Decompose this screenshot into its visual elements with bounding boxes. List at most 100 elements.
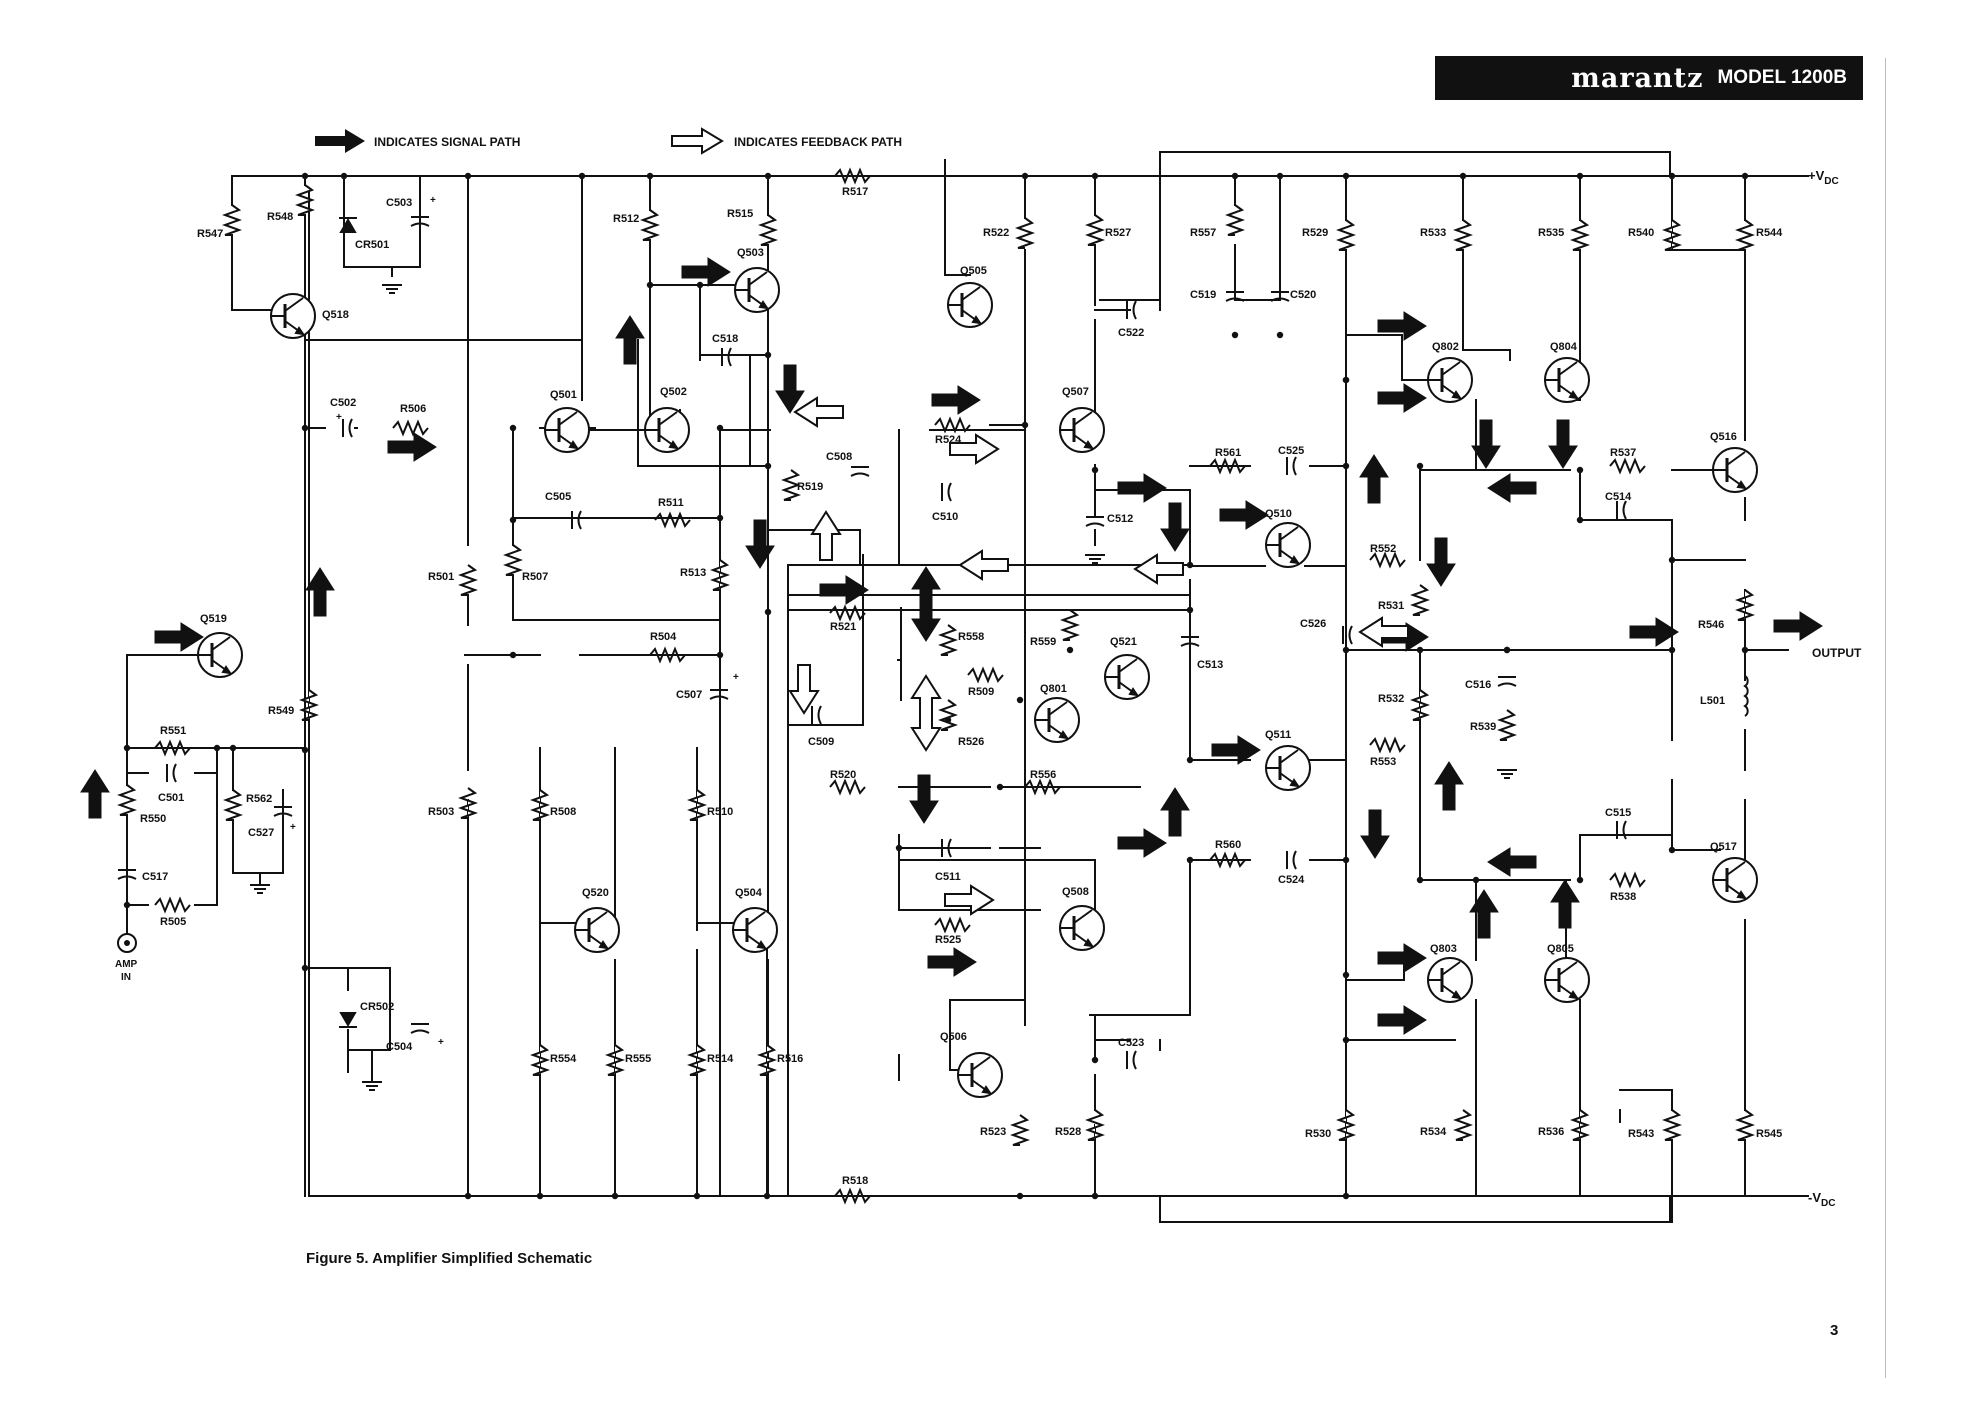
signal-arrow-icon [1219, 500, 1269, 530]
amp-input-label-2: IN [121, 972, 131, 983]
junction-dot [509, 516, 517, 524]
label-r508: R508 [550, 806, 576, 818]
resistor-r526 [938, 699, 958, 731]
label-r540: R540 [1628, 227, 1654, 239]
transistor-q503 [758, 300, 770, 310]
label-r507: R507 [522, 571, 548, 583]
resistor-r536 [1570, 1109, 1590, 1141]
junction-dot [1741, 172, 1749, 180]
label-r557: R557 [1190, 227, 1216, 239]
label-c516: C516 [1465, 679, 1491, 691]
label-r524: R524 [935, 434, 962, 446]
junction-dot [1342, 856, 1350, 864]
label-r553: R553 [1370, 756, 1396, 768]
resistor-r540 [1662, 219, 1682, 251]
resistor-r534 [1453, 1109, 1473, 1141]
resistor-r516 [757, 1044, 777, 1076]
junction-dot [1066, 646, 1074, 654]
label-r535: R535 [1538, 227, 1564, 239]
label-q506: Q506 [940, 1031, 967, 1043]
terminals: AMP IN OUTPUT [115, 646, 1862, 983]
junction-dot [1231, 172, 1239, 180]
label-q804: Q804 [1550, 341, 1578, 353]
label-r531: R531 [1378, 600, 1404, 612]
junction-dot [764, 608, 772, 616]
label-r518: R518 [842, 1175, 868, 1187]
resistor-r522 [1015, 217, 1035, 249]
junction-dot [611, 1192, 619, 1200]
signal-arrow-icon [305, 567, 335, 617]
signal-arrow-icon [1550, 879, 1580, 929]
rail-labels: +VDC -VDC [1808, 168, 1839, 1209]
label-cr502: CR502 [360, 1001, 394, 1013]
resistor-r513 [710, 559, 730, 591]
signal-arrow-icon [1377, 311, 1427, 341]
junction-dot [1091, 466, 1099, 474]
signal-arrow-icon [315, 129, 365, 153]
signal-arrow-icon [1548, 419, 1578, 469]
signal-arrow-icon [1377, 1005, 1427, 1035]
label-r511: R511 [658, 497, 684, 509]
label-l501: L501 [1700, 695, 1725, 707]
capacitor-c516 [1497, 682, 1517, 687]
signal-arrow-icon [1469, 889, 1499, 939]
label-c504: C504 [386, 1041, 413, 1053]
label-r509: R509 [968, 686, 994, 698]
label-q516: Q516 [1710, 431, 1737, 443]
diode-cr501 [339, 218, 357, 233]
transistor-q517 [1726, 861, 1746, 876]
feedback-arrow-icon [949, 433, 1000, 465]
label-q505: Q505 [960, 265, 987, 277]
transistor-q516 [1736, 480, 1748, 490]
label-q501: Q501 [550, 389, 577, 401]
resistor-r514 [687, 1044, 707, 1076]
label-c523: C523 [1118, 1037, 1144, 1049]
resistor-r529 [1336, 219, 1356, 251]
model-title: MODEL 1200B [1717, 67, 1847, 88]
junction-dot [1021, 172, 1029, 180]
signal-arrow-icon [1773, 611, 1823, 641]
signal-arrow-icon [1360, 809, 1390, 859]
label-c514: C514 [1605, 491, 1632, 503]
label-r556: R556 [1030, 769, 1056, 781]
signal-arrow-icon [615, 315, 645, 365]
signal-arrow-icon [775, 364, 805, 414]
capacitor-c526 [1348, 625, 1353, 645]
figure-caption: Figure 5. Amplifier Simplified Schematic [306, 1250, 593, 1267]
signal-arrow-icon [1487, 847, 1537, 877]
label-q502: Q502 [660, 386, 687, 398]
signal-arrow-icon [681, 257, 731, 287]
label-r516: R516 [777, 1053, 803, 1065]
junction-dot [578, 172, 586, 180]
resistor-r555 [605, 1044, 625, 1076]
label-r561: R561 [1215, 447, 1241, 459]
junction-dot [1276, 331, 1284, 339]
transistor-q803 [1451, 990, 1463, 1000]
label-c511: C511 [935, 871, 961, 883]
junction-dot [996, 783, 1004, 791]
transistor-q804 [1558, 361, 1578, 376]
label-r523: R523 [980, 1126, 1006, 1138]
label-q803: Q803 [1430, 943, 1457, 955]
transistor-q805 [1568, 990, 1580, 1000]
label-r562: R562 [246, 793, 272, 805]
feedback-arrow-icon [958, 549, 1009, 581]
capacitor-c525 [1292, 456, 1297, 476]
transistor-q510 [1289, 555, 1301, 565]
label-c515: C515 [1605, 807, 1631, 819]
transistor-q504 [756, 940, 768, 950]
label-c508: C508 [826, 451, 852, 463]
capacitor-c514 [1622, 500, 1627, 520]
signal-arrow-icon [819, 575, 869, 605]
transistor-q503 [748, 271, 768, 286]
junction-dot [764, 172, 772, 180]
label-r559: R559 [1030, 636, 1056, 648]
signal-arrow-icon [1117, 473, 1167, 503]
label-r534: R534 [1420, 1126, 1447, 1138]
junction-dot [464, 1192, 472, 1200]
inductor-l501 [1743, 675, 1749, 717]
label-c524: C524 [1278, 874, 1305, 886]
label-r530: R530 [1305, 1128, 1331, 1140]
resistor-r508 [530, 789, 550, 821]
